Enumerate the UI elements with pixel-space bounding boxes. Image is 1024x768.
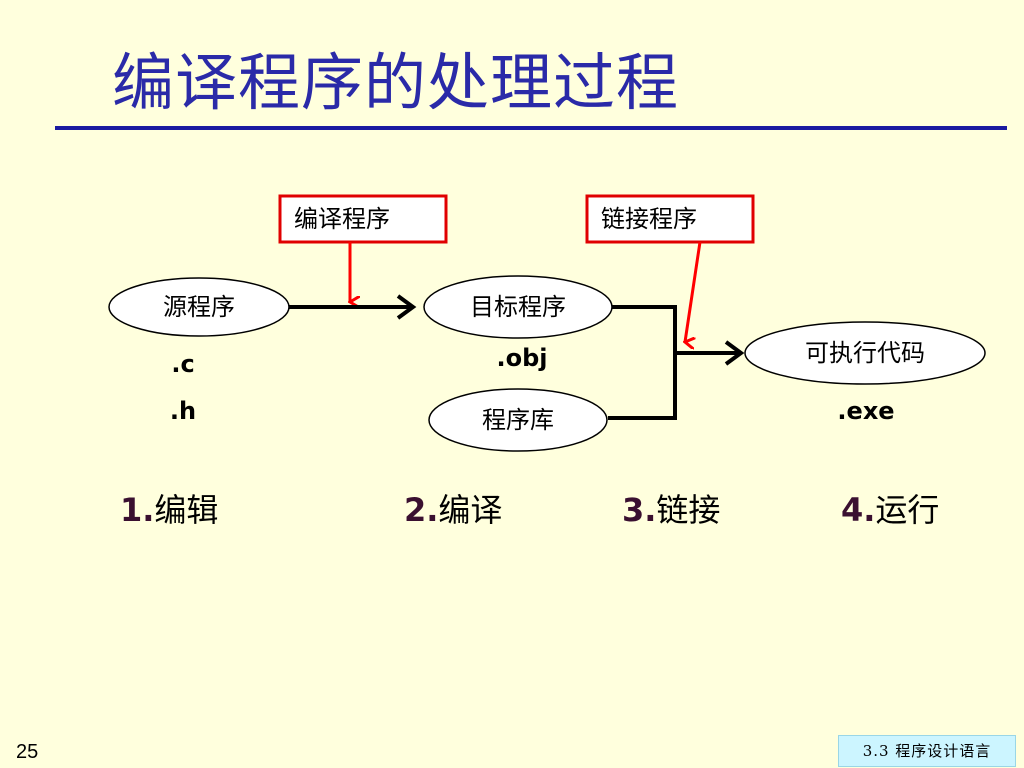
source-to-object-arrow — [288, 294, 417, 320]
ext-obj: .obj — [496, 344, 547, 372]
step-4: 4.运行 — [841, 490, 939, 530]
step-2-number: 2. — [404, 491, 439, 529]
step-3-label: 链接 — [656, 491, 721, 529]
object-program-node: 目标程序 — [423, 275, 613, 339]
step-1-number: 1. — [120, 491, 155, 529]
ext-exe: .exe — [837, 397, 894, 425]
step-1: 1.编辑 — [120, 490, 218, 530]
link-bracket — [608, 305, 745, 420]
step-2: 2.编译 — [404, 490, 502, 530]
source-program-label: 源程序 — [163, 293, 235, 321]
page-number: 25 — [16, 741, 39, 763]
ext-h: .h — [170, 397, 196, 425]
executable-node: 可执行代码 — [744, 321, 986, 385]
step-3-number: 3. — [622, 491, 657, 529]
step-2-label: 编译 — [438, 491, 503, 529]
compiler-tool-label: 编译程序 — [294, 205, 390, 233]
compiler-tool-box: 编译程序 — [278, 194, 448, 244]
library-label: 程序库 — [482, 406, 554, 434]
library-node: 程序库 — [428, 388, 608, 452]
ext-c: .c — [171, 350, 194, 378]
slide-title: 编译程序的处理过程 — [112, 46, 680, 119]
linker-tool-label: 链接程序 — [601, 205, 697, 233]
linker-arrow — [685, 241, 702, 342]
step-4-number: 4. — [841, 491, 876, 529]
object-program-label: 目标程序 — [470, 293, 566, 321]
linker-tool-box: 链接程序 — [585, 194, 755, 244]
step-1-label: 编辑 — [154, 491, 219, 529]
step-3: 3.链接 — [622, 490, 720, 530]
title-divider — [55, 126, 1007, 130]
source-program-node: 源程序 — [108, 277, 290, 337]
executable-label: 可执行代码 — [805, 339, 925, 367]
step-4-label: 运行 — [875, 491, 940, 529]
section-badge: 3.3 程序设计语言 — [838, 735, 1016, 767]
